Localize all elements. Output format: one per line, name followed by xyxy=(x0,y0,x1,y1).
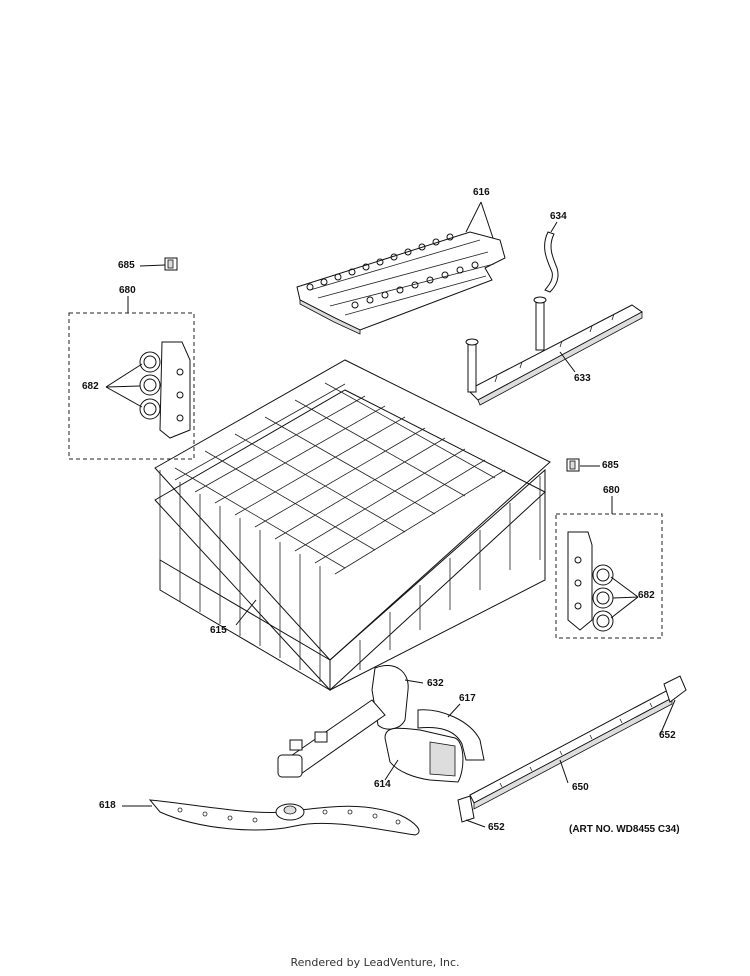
part-650-rail-drawing xyxy=(469,689,673,810)
callout-616: 616 xyxy=(473,187,490,198)
part-652-stops-drawing xyxy=(457,675,687,828)
part-685-clip-right-drawing xyxy=(566,458,600,472)
callout-652-bottom: 652 xyxy=(488,822,505,833)
callout-615: 615 xyxy=(210,625,227,636)
art-number: (ART NO. WD8455 C34) xyxy=(569,824,680,835)
part-616-tray-drawing xyxy=(296,201,506,335)
callout-685-right: 685 xyxy=(602,460,619,471)
callout-633: 633 xyxy=(574,373,591,384)
callout-652-right: 652 xyxy=(659,730,676,741)
part-615-rack-drawing xyxy=(154,359,551,691)
part-632-arm-assembly-drawing xyxy=(277,665,424,778)
footer-credit: Rendered by LeadVenture, Inc. xyxy=(290,956,460,969)
part-634-hose-drawing xyxy=(544,221,559,293)
callout-618: 618 xyxy=(99,800,116,811)
callout-680-right: 680 xyxy=(603,485,620,496)
callout-650: 650 xyxy=(572,782,589,793)
callout-682-left: 682 xyxy=(82,381,99,392)
part-618-spray-arm-drawing xyxy=(122,799,420,836)
part-680-left-group-drawing xyxy=(68,296,195,460)
part-685-clip-top-drawing xyxy=(139,257,178,271)
part-680-right-group-drawing xyxy=(555,496,663,639)
callout-614: 614 xyxy=(374,779,391,790)
callout-680-left: 680 xyxy=(119,285,136,296)
part-614-housing-drawing xyxy=(384,727,464,783)
callout-682-right: 682 xyxy=(638,590,655,601)
callout-617: 617 xyxy=(459,693,476,704)
part-617-elbow-drawing xyxy=(417,703,485,761)
part-633-spray-tube-drawing xyxy=(465,296,643,406)
callout-634: 634 xyxy=(550,211,567,222)
callout-632: 632 xyxy=(427,678,444,689)
callout-685-top: 685 xyxy=(118,260,135,271)
